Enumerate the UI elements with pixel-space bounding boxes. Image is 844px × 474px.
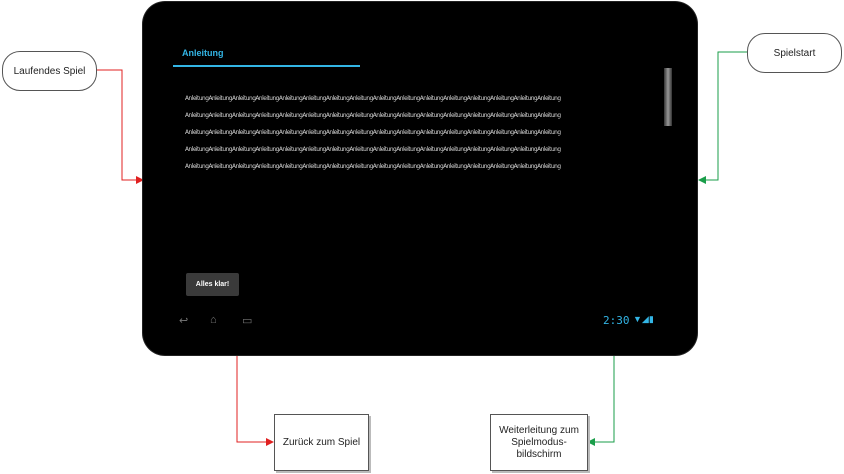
- signal-icon: ◢: [641, 314, 649, 324]
- arrow-running-game: [95, 69, 144, 184]
- callout-back-to-game-label: Zurück zum Spiel: [282, 437, 361, 448]
- tab-underline: [173, 65, 360, 67]
- battery-icon: ▮: [648, 314, 654, 324]
- callout-redirect: Weiterleitung zum Spielmodus- bildschirm: [490, 414, 588, 471]
- callout-running-game: Laufendes Spiel: [2, 51, 97, 91]
- callout-redirect-line1: Weiterleitung zum: [499, 424, 579, 436]
- callout-game-start-label: Spielstart: [773, 47, 816, 59]
- back-icon[interactable]: ↩: [179, 315, 189, 327]
- instruction-line: AnleitungAnleitungAnleitungAnleitungAnle…: [185, 111, 561, 119]
- callout-redirect-line3: bildschirm: [516, 448, 562, 460]
- recent-apps-icon[interactable]: ▭: [242, 315, 253, 327]
- wifi-icon: ▼: [633, 314, 642, 324]
- callout-game-start: Spielstart: [747, 33, 842, 73]
- tab-anleitung[interactable]: Anleitung: [182, 48, 224, 58]
- instruction-line: AnleitungAnleitungAnleitungAnleitungAnle…: [185, 128, 561, 136]
- app-screen: [172, 37, 676, 339]
- arrow-game-start: [698, 51, 747, 184]
- scrollbar[interactable]: [664, 68, 672, 126]
- clock: 2:30: [603, 314, 630, 327]
- alles-klar-button[interactable]: Alles klar!: [186, 273, 239, 296]
- callout-redirect-line2: Spielmodus-: [511, 436, 567, 448]
- instruction-line: AnleitungAnleitungAnleitungAnleitungAnle…: [185, 145, 561, 153]
- instruction-line: AnleitungAnleitungAnleitungAnleitungAnle…: [185, 94, 561, 102]
- instruction-line: AnleitungAnleitungAnleitungAnleitungAnle…: [185, 162, 561, 170]
- callout-running-game-label: Laufendes Spiel: [13, 65, 86, 77]
- home-icon[interactable]: ⌂: [210, 314, 217, 326]
- callout-back-to-game: Zurück zum Spiel: [274, 414, 369, 471]
